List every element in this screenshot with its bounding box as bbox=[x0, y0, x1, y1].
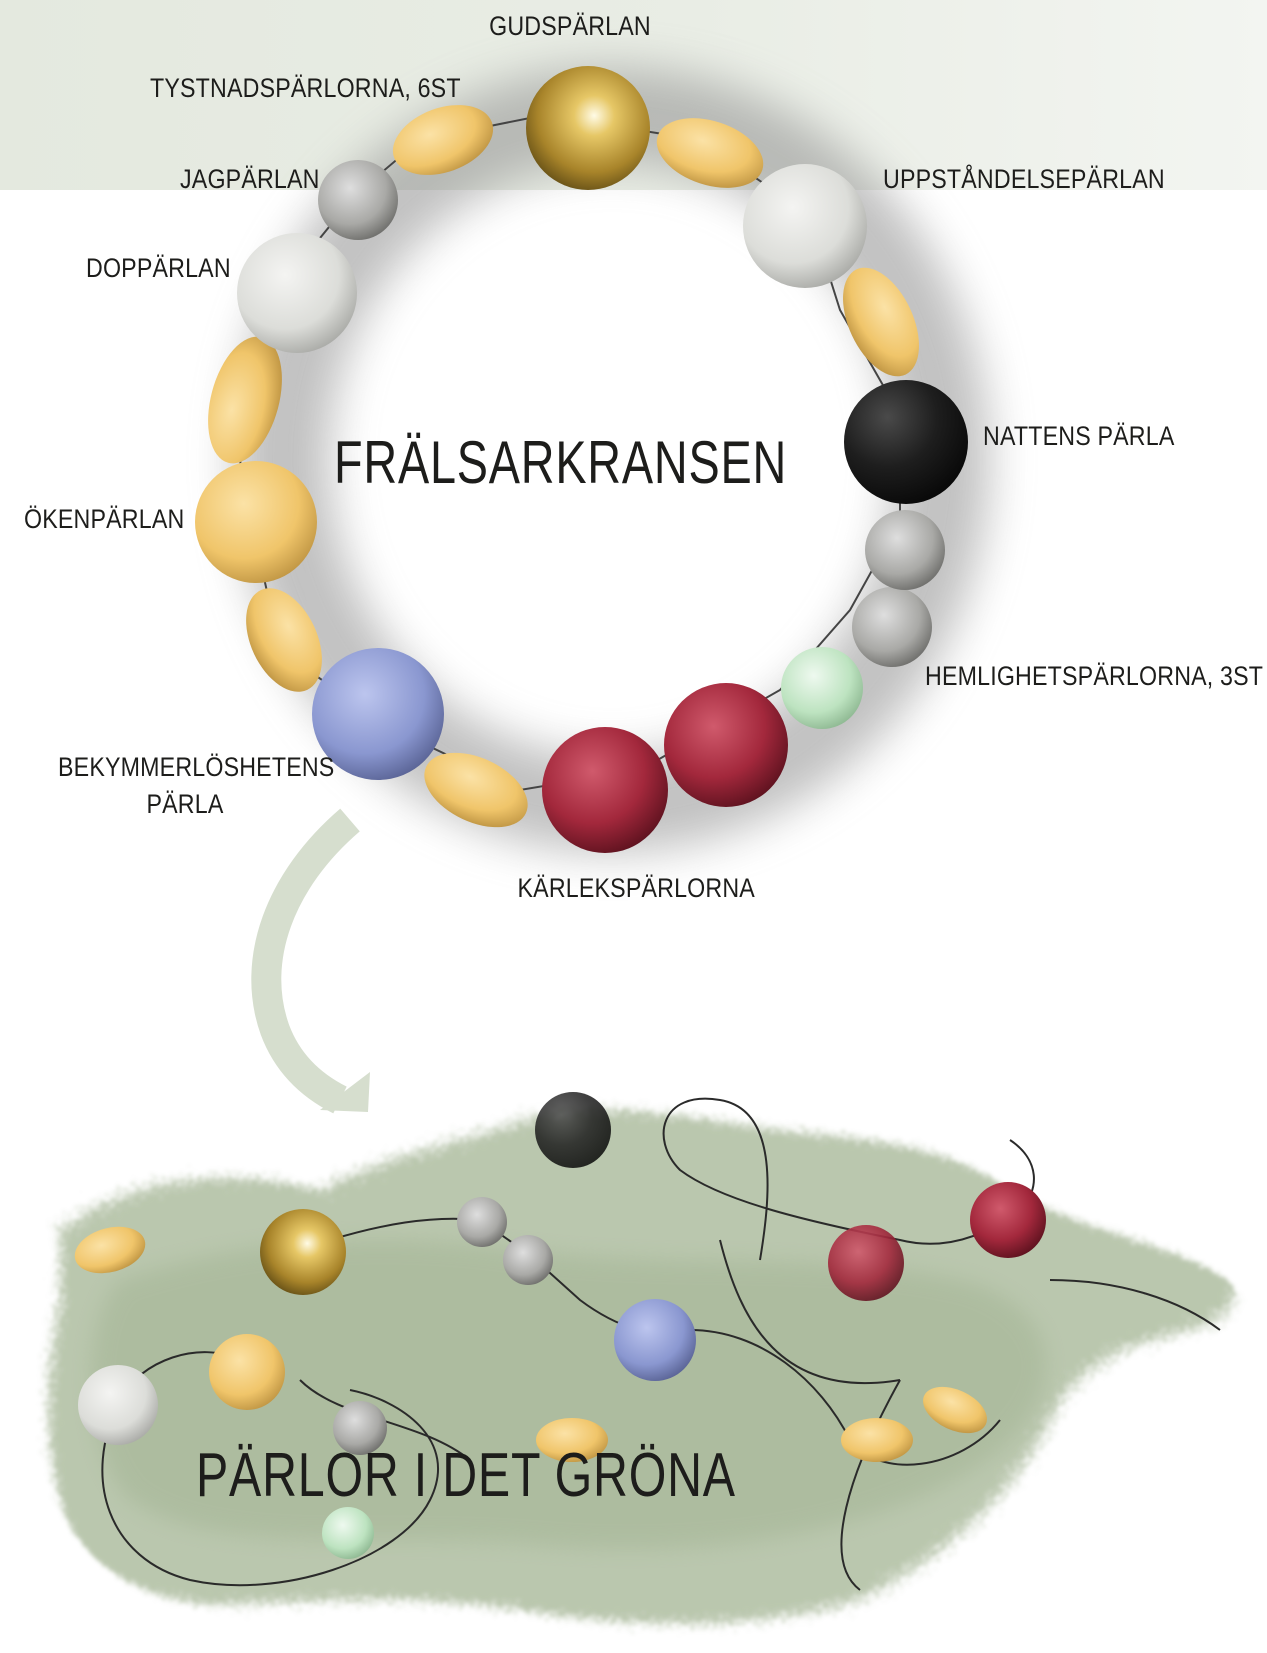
bead-silence bbox=[536, 1418, 608, 1462]
secret-pearl bbox=[503, 1235, 553, 1285]
bead-silence bbox=[923, 1386, 987, 1434]
label-okenparlan: ÖKENPÄRLAN bbox=[24, 504, 185, 534]
baptism-pearl bbox=[237, 233, 357, 353]
field-beads bbox=[74, 1092, 1046, 1559]
baptism-pearl bbox=[78, 1365, 158, 1445]
ring-beads bbox=[195, 66, 968, 853]
gods-pearl bbox=[260, 1209, 346, 1295]
bead-silence bbox=[424, 752, 528, 828]
label-hemlighetsparlorna: HEMLIGHETSPÄRLORNA, 3ST bbox=[925, 661, 1264, 691]
arrow-icon bbox=[251, 808, 360, 1114]
bead-silence bbox=[208, 336, 282, 464]
label-uppstandelseparlan: UPPSTÅNDELSEPÄRLAN bbox=[883, 164, 1165, 194]
resurrection-pearl bbox=[743, 164, 867, 288]
bead-silence bbox=[843, 267, 919, 377]
bead-silence bbox=[841, 1418, 913, 1462]
i-pearl bbox=[318, 160, 398, 240]
secret-pearl bbox=[865, 510, 945, 590]
serenity-pearl bbox=[614, 1299, 696, 1381]
bead-silence bbox=[392, 105, 494, 175]
desert-pearl bbox=[195, 461, 317, 583]
love-pearl bbox=[828, 1225, 904, 1301]
label-gudsparlan: GUDSPÄRLAN bbox=[489, 11, 651, 41]
label-bekymmerloshetens-line1: BEKYMMERLÖSHETENS bbox=[58, 752, 335, 782]
label-bekymmerloshetens-line2: PÄRLA bbox=[146, 789, 224, 819]
gods-pearl bbox=[526, 66, 650, 190]
field-title: PÄRLOR I DET GRÖNA bbox=[196, 1441, 736, 1510]
love-pearl bbox=[542, 727, 668, 853]
serenity-pearl bbox=[312, 648, 444, 780]
label-tystnadsparlorna: TYSTNADSPÄRLORNA, 6ST bbox=[150, 73, 461, 103]
love-pearl bbox=[664, 683, 788, 807]
label-karleksparlorna: KÄRLEKSPÄRLORNA bbox=[517, 873, 755, 903]
desert-pearl bbox=[209, 1334, 285, 1410]
secret-pearl bbox=[457, 1197, 507, 1247]
secret-pearl bbox=[781, 647, 863, 729]
i-pearl bbox=[333, 1401, 387, 1455]
love-pearl bbox=[970, 1182, 1046, 1258]
ring-title: FRÄLSARKRANSEN bbox=[334, 429, 788, 496]
label-nattens-parla: NATTENS PÄRLA bbox=[983, 421, 1175, 451]
bead-silence bbox=[656, 118, 764, 188]
label-dopparlan: DOPPÄRLAN bbox=[86, 253, 231, 283]
label-jagparlan: JAGPÄRLAN bbox=[180, 164, 320, 194]
night-pearl bbox=[844, 380, 968, 504]
secret-pearl bbox=[322, 1507, 374, 1559]
night-pearl bbox=[535, 1092, 611, 1168]
bead-silence bbox=[74, 1226, 146, 1274]
secret-pearl bbox=[852, 587, 932, 667]
bead-silence bbox=[246, 588, 322, 692]
arrow-head-icon bbox=[320, 1072, 370, 1112]
